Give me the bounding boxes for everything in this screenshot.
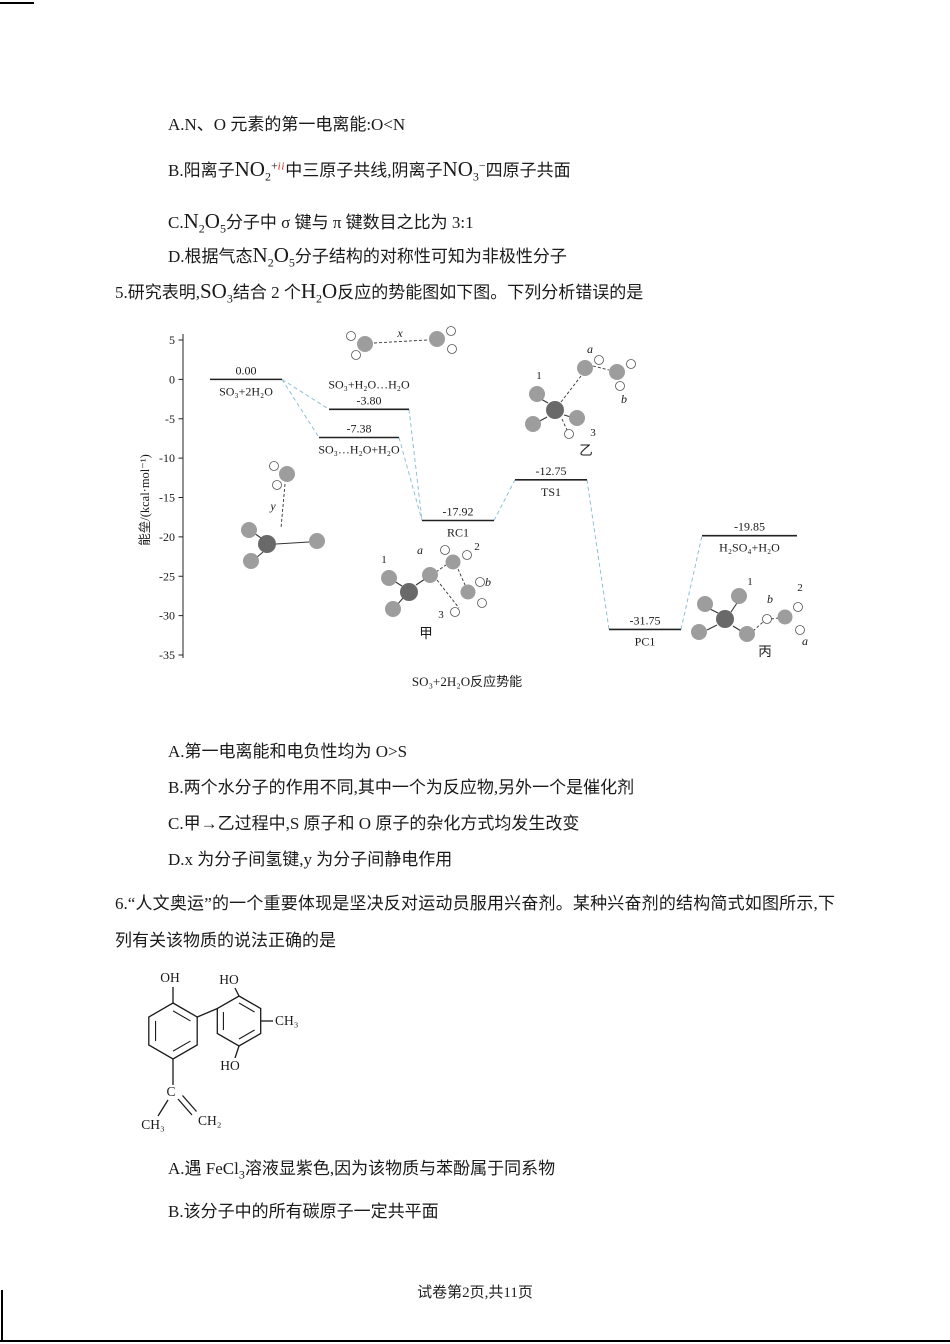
q5-option-c: C.甲→乙过程中,S 原子和 O 原子的杂化方式均发生改变 xyxy=(168,814,580,833)
svg-text:0.00: 0.00 xyxy=(236,363,257,377)
q6-stem: 6.“人文奥运”的一个重要体现是坚决反对运动员服用兴奋剂。某种兴奋剂的结构简式如… xyxy=(115,894,835,950)
svg-text:-17.92: -17.92 xyxy=(443,504,474,518)
svg-text:-31.75: -31.75 xyxy=(630,613,661,627)
svg-text:CH₃: CH₃ xyxy=(275,1013,299,1028)
svg-text:PC1: PC1 xyxy=(635,634,656,648)
svg-text:b: b xyxy=(485,575,491,589)
q6-option-a: A.遇 FeCl3溶液显紫色,因为该物质与苯酚属于同系物 xyxy=(168,1159,556,1182)
svg-text:0: 0 xyxy=(169,372,175,386)
svg-text:SO₃+2H₂O反应势能: SO₃+2H₂O反应势能 xyxy=(412,674,522,689)
svg-text:-30: -30 xyxy=(159,609,175,623)
svg-text:-20: -20 xyxy=(159,530,175,544)
svg-text:-15: -15 xyxy=(159,491,175,505)
page-footer: 试卷第2页,共11页 xyxy=(417,1285,533,1301)
svg-text:-35: -35 xyxy=(159,648,175,662)
q4-option-a: A.N、O 元素的第一电离能:O<N xyxy=(168,115,406,134)
page-edge-left xyxy=(1,1290,3,1342)
svg-text:1: 1 xyxy=(381,554,387,566)
svg-text:-19.85: -19.85 xyxy=(734,520,765,534)
q4-option-b: B.阳离子NO2+ii中三原子共线,阴离子NO3−四原子共面 xyxy=(168,157,571,184)
svg-text:SO₃+2H₂O: SO₃+2H₂O xyxy=(219,384,273,398)
svg-text:x: x xyxy=(396,326,403,340)
svg-text:能垒/(kcal·mol⁻¹): 能垒/(kcal·mol⁻¹) xyxy=(138,454,152,546)
svg-text:TS1: TS1 xyxy=(541,485,561,499)
svg-text:b: b xyxy=(621,392,627,406)
stimulant-structure-svg: OH HO CH₃ HO C CH₃ CH₂ xyxy=(141,970,299,1132)
svg-text:1: 1 xyxy=(536,370,542,382)
q5-option-d: D.x 为分子间氢键,y 为分子间静电作用 xyxy=(168,850,453,869)
svg-text:-10: -10 xyxy=(159,451,175,465)
q4-option-c: C.N2O5分子中 σ 键与 π 键数目之比为 3:1 xyxy=(168,209,474,236)
svg-text:SO₃+H₂O…H₂O: SO₃+H₂O…H₂O xyxy=(328,377,410,391)
page-edge-top xyxy=(0,2,34,4)
svg-text:1: 1 xyxy=(747,576,753,588)
q4-option-d: D.根据气态N2O5分子结构的对称性可知为非极性分子 xyxy=(168,243,567,270)
svg-text:a: a xyxy=(587,342,593,356)
svg-text:3: 3 xyxy=(438,609,444,621)
svg-text:-3.80: -3.80 xyxy=(357,393,382,407)
svg-text:C: C xyxy=(166,1084,175,1099)
stimulant-structure: OH HO CH₃ HO C CH₃ CH₂ xyxy=(137,963,835,1146)
svg-text:CH₃: CH₃ xyxy=(141,1117,165,1132)
energy-profile-chart: 5 0 -5 -10 -15 -20 -25 -30 -35 能垒/(kcal·mol⁻¹) SO₃… xyxy=(137,322,835,699)
svg-text:3: 3 xyxy=(590,427,596,439)
svg-text:HO: HO xyxy=(220,1058,240,1073)
page-content: A.N、O 元素的第一电离能:O<N B.阳离子NO2+ii中三原子共线,阴离子… xyxy=(115,115,835,1221)
svg-text:甲: 甲 xyxy=(419,626,433,641)
svg-text:RC1: RC1 xyxy=(447,525,469,539)
energy-profile-svg: 5 0 -5 -10 -15 -20 -25 -30 -35 能垒/(kcal·mol⁻¹) SO₃… xyxy=(138,326,808,689)
svg-text:CH₂: CH₂ xyxy=(198,1113,221,1128)
svg-text:OH: OH xyxy=(160,970,180,985)
svg-text:b: b xyxy=(767,592,773,606)
svg-text:a: a xyxy=(802,634,808,648)
q5-option-a: A.第一电离能和电负性均为 O>S xyxy=(168,742,408,761)
svg-text:-12.75: -12.75 xyxy=(536,464,567,478)
svg-text:a: a xyxy=(417,543,423,557)
svg-text:SO₃…H₂O+H₂O: SO₃…H₂O+H₂O xyxy=(318,442,400,456)
q5-option-b: B.两个水分子的作用不同,其中一个为反应物,另外一个是催化剂 xyxy=(168,778,635,797)
page-edge-bottom xyxy=(0,1340,950,1342)
q5-stem: 5.研究表明,SO3结合 2 个H2O反应的势能图如下图。下列分析错误的是 xyxy=(115,279,644,306)
svg-text:H₂SO₄+H₂O: H₂SO₄+H₂O xyxy=(719,541,780,555)
svg-text:HO: HO xyxy=(219,972,239,987)
svg-text:-25: -25 xyxy=(159,569,175,583)
q6-option-b: B.该分子中的所有碳原子一定共平面 xyxy=(168,1202,439,1221)
svg-text:2: 2 xyxy=(474,541,480,553)
svg-text:-5: -5 xyxy=(165,412,175,426)
svg-text:乙: 乙 xyxy=(579,443,593,458)
svg-text:5: 5 xyxy=(169,333,175,347)
svg-text:丙: 丙 xyxy=(758,644,772,659)
svg-text:-7.38: -7.38 xyxy=(347,421,372,435)
svg-text:2: 2 xyxy=(797,582,803,594)
svg-text:y: y xyxy=(269,499,276,513)
